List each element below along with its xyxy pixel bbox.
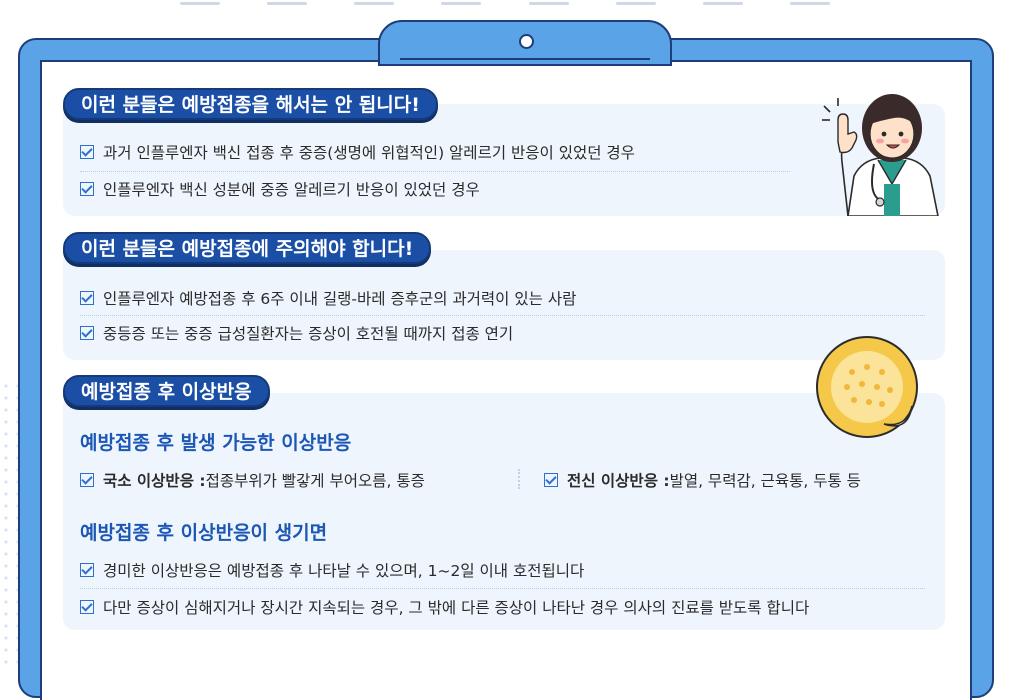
checkbox-icon [80, 326, 94, 340]
section1-title: 이런 분들은 예방접종을 해서는 안 됩니다! [63, 88, 438, 120]
checkbox-icon [80, 182, 94, 196]
clip-hole [519, 34, 534, 49]
top-cropped-text [180, 0, 830, 8]
checkbox-icon [80, 145, 94, 159]
section-adverse-reactions [63, 393, 945, 630]
divider [80, 588, 925, 589]
subheading-possible-reactions: 예방접종 후 발생 가능한 이상반응 [80, 432, 352, 454]
clipboard-clip [378, 20, 672, 66]
section2-title: 이런 분들은 예방접종에 주의해야 합니다! [63, 232, 432, 264]
checkbox-icon [80, 600, 94, 614]
list-item: 인플루엔자 백신 성분에 중증 알레르기 반응이 있었던 경우 [80, 178, 480, 200]
bandage-illustration [816, 336, 918, 438]
checkbox-icon [80, 291, 94, 305]
list-item: 과거 인플루엔자 백신 접종 후 중증(생명에 위협적인) 알레르기 반응이 있… [80, 141, 635, 163]
doctor-illustration [822, 94, 939, 216]
list-item-systemic: 전신 이상반응 : 발열, 무력감, 근육통, 두통 등 [544, 469, 861, 491]
list-item: 인플루엔자 예방접종 후 6주 이내 길랭-바레 증후군의 과거력이 있는 사람 [80, 287, 576, 309]
section3-title: 예방접종 후 이상반응 [63, 375, 270, 407]
clip-line [400, 58, 650, 60]
list-item: 경미한 이상반응은 예방접종 후 나타날 수 있으며, 1~2일 이내 호전됩니… [80, 559, 584, 581]
checkbox-icon [544, 473, 558, 487]
divider [80, 315, 925, 316]
list-item: 다만 증상이 심해지거나 장시간 지속되는 경우, 그 밖에 다른 증상이 나타… [80, 596, 809, 618]
column-divider [518, 469, 520, 489]
checkbox-icon [80, 563, 94, 577]
subheading-if-reaction: 예방접종 후 이상반응이 생기면 [80, 522, 328, 544]
list-item: 중등증 또는 중증 급성질환자는 증상이 호전될 때까지 접종 연기 [80, 322, 513, 344]
section-contraindication [63, 104, 945, 216]
divider [80, 171, 790, 172]
checkbox-icon [80, 473, 94, 487]
section-caution [63, 250, 945, 360]
list-item-local: 국소 이상반응 : 접종부위가 빨갛게 부어오름, 통증 [80, 469, 425, 491]
